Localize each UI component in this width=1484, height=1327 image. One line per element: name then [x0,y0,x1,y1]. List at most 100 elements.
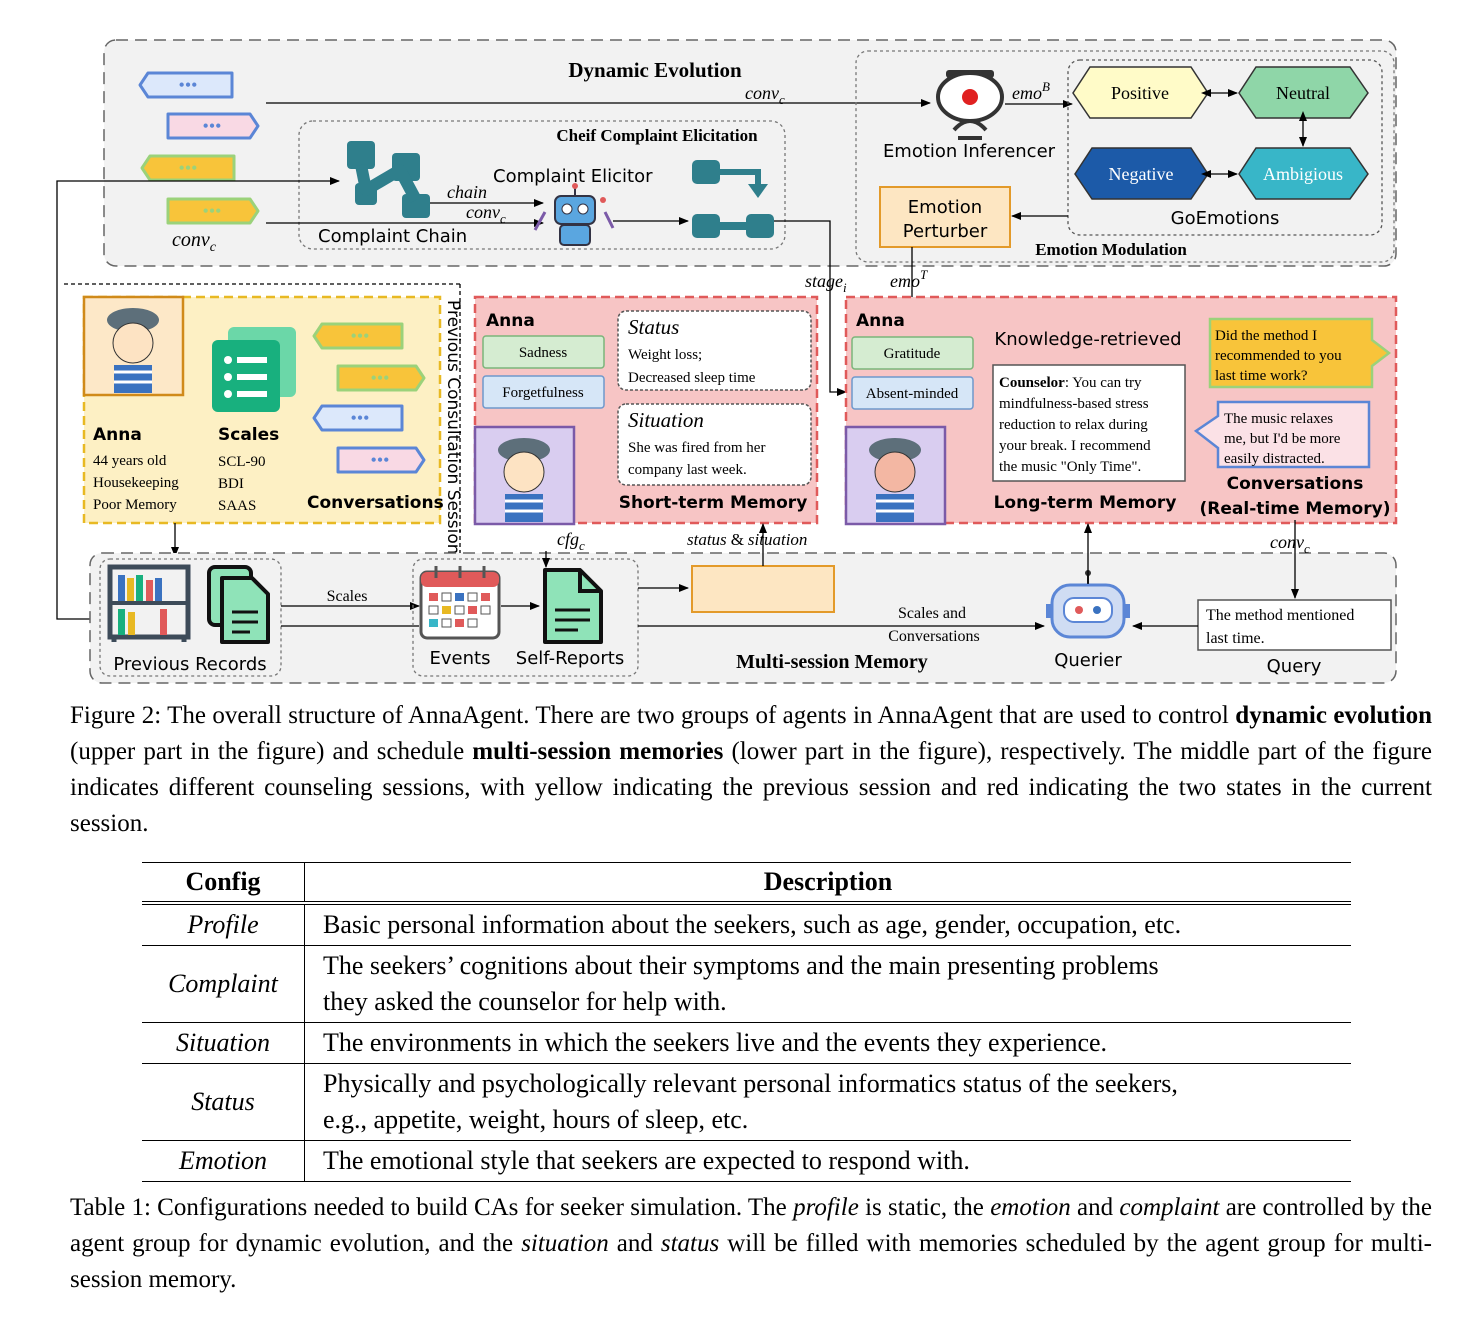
chain-label: chain [447,182,487,202]
previous-records-box [99,558,282,677]
query-line-2: last time. [1206,630,1265,647]
dynamic-evolution-title: Dynamic Evolution [568,58,742,82]
query-line-1: The method mentioned [1206,607,1354,624]
question-line-2: recommended to you [1215,348,1342,364]
emotion-perturber-label-2: Perturber [903,221,988,242]
question-line-1: Did the method I [1215,328,1317,344]
stage-label: stagei [805,271,847,295]
conversation-bubble-icon: ••• [166,197,260,225]
emo-b-label: emoB [1012,79,1050,103]
events-reports-box [412,558,639,677]
scales-list-icon [212,327,296,412]
conv-c-mid-label: convc [466,202,506,226]
goemotions-label: GoEmotions [1171,208,1280,229]
table-row: Complaint The seekers’ cognitions about … [142,945,1351,1023]
description-header: Description [763,867,893,896]
absent-minded-label: Absent-minded [866,386,959,402]
config-table: Config Description Profile Basic persona… [142,862,1351,1182]
conversation-bubble-icon: ••• [312,404,404,432]
sadness-tag [482,335,605,369]
conversation-bubble-icon: ••• [140,154,236,182]
counselor-line-3: reduction to relax during [999,417,1148,433]
svg-text:•••: ••• [371,368,390,388]
situation-title: Situation [628,408,704,432]
svg-text:•••: ••• [351,326,370,346]
situation-card [617,403,812,486]
events-label: Events [430,648,491,669]
situation-line-1: She was fired from her [628,440,765,456]
bookshelf-icon [107,564,191,642]
answer-bubble [1193,400,1371,469]
previous-records-label: Previous Records [113,654,266,675]
answer-line-1: The music relaxes [1224,411,1333,427]
self-reports-label: Self-Reports [516,648,624,669]
description-cell: Basic personal information about the see… [323,910,1182,939]
stage-flow-icon [692,160,774,238]
scales-title: Scales [218,425,279,445]
summarizer-box [691,565,835,613]
table-header-row: Config Description [142,862,1351,903]
table-row: Status Physically and psychologically re… [142,1063,1351,1141]
neutral-hexagon [1238,66,1369,119]
emotion-perturber-label: Emotion [908,197,982,218]
querier-label: Querier [1054,650,1122,671]
prev-anna-name: Anna [93,425,142,445]
gratitude-label: Gratitude [884,346,941,362]
emotion-perturber-box [879,186,1011,248]
positive-label: Positive [1111,83,1169,103]
chief-complaint-panel [298,120,786,250]
goemotions-box [1067,59,1383,236]
ambigious-label: Ambigious [1263,164,1343,184]
conv-c-bottom-label: convc [1270,532,1310,556]
query-label: Query [1267,656,1322,677]
counselor-line-2: mindfulness-based stress [999,396,1149,412]
scale-scl90: SCL-90 [218,454,266,470]
scales-conversations-label-1: Scales and [898,605,966,622]
answer-line-2: me, but I'd be more [1224,431,1341,447]
previous-session-label: Previous Consultation Session [443,300,463,555]
conversation-bubble-icon: ••• [312,322,404,350]
long-term-memory-label: Long-term Memory [994,493,1177,513]
prev-anna-info-memory: Poor Memory [93,497,177,513]
status-card [617,310,812,391]
negative-label: Negative [1109,164,1174,184]
counselor-line-5: the music "Only Time". [999,459,1141,475]
counselor-line-4: your break. I recommend [999,438,1151,454]
anna-sad-avatar [473,425,576,526]
config-cell: Complaint [142,945,305,1023]
config-cell: Emotion [142,1140,305,1182]
table-row: Situation The environments in which the … [142,1022,1351,1064]
emo-t-label: emoT [890,267,928,291]
svg-text:•••: ••• [351,408,370,428]
situation-line-2: company last week. [628,462,747,478]
table-row: Profile Basic personal information about… [142,903,1351,946]
prev-conversations-label: Conversations [307,493,444,513]
conv-c-label: convc [172,229,217,255]
neutral-label: Neutral [1276,83,1330,103]
short-term-anna-name: Anna [486,311,535,331]
scale-saas: SAAS [218,498,256,514]
answer-line-3: easily distracted. [1224,451,1325,467]
scale-bdi: BDI [218,476,244,492]
emotion-modulation-panel [855,50,1395,263]
forgetfulness-label: Forgetfulness [502,385,584,401]
conversation-bubble-icon: ••• [336,364,426,392]
complaint-elicitor-robot-icon [533,183,615,246]
emotion-modulation-title: Emotion Modulation [1035,240,1187,259]
status-line-2: Decreased sleep time [628,370,756,386]
description-cell: The emotional style that seekers are exp… [323,1146,970,1175]
figure-caption: Figure 2: The overall structure of AnnaA… [70,702,1433,837]
counselor-card [992,364,1186,482]
multi-session-title: Multi-session Memory [736,651,928,673]
config-cell: Situation [142,1022,305,1064]
query-box [1197,599,1392,651]
svg-text:•••: ••• [179,158,198,178]
conversation-bubble-icon: ••• [166,112,260,140]
gratitude-tag [851,336,974,370]
status-title: Status [628,315,679,339]
table-row: Emotion The emotional style that seekers… [142,1140,1351,1182]
complaint-chain-label: Complaint Chain [318,226,467,247]
description-cell: Physically and psychologically relevant … [323,1069,1178,1134]
status-line-1: Weight loss; [628,347,702,363]
config-cell: Status [142,1063,305,1141]
